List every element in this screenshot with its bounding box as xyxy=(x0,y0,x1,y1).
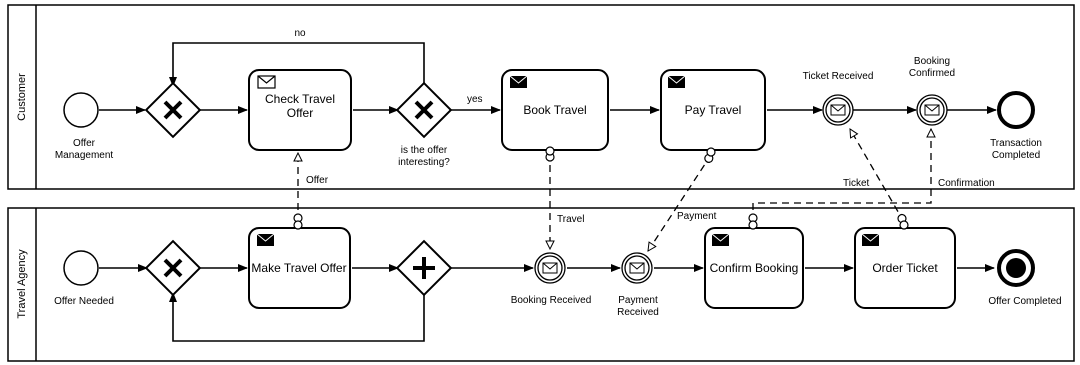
message-label-offer: Offer xyxy=(306,175,329,186)
envelope-filled-icon xyxy=(256,233,275,246)
task-order-ticket[interactable]: Order Ticket xyxy=(854,227,956,309)
start-event-offer-needed-label: Offer Needed xyxy=(54,296,114,307)
task-make-travel-offer[interactable]: Make Travel Offer xyxy=(248,227,351,309)
parallel-gateway[interactable] xyxy=(395,239,453,297)
end-event-transaction-completed[interactable] xyxy=(997,91,1035,129)
message-flow-travel: Travel xyxy=(550,153,584,249)
start-event-offer-needed[interactable] xyxy=(63,250,99,286)
message-flow-payment: Payment xyxy=(648,155,717,251)
exclusive-gateway-merge[interactable] xyxy=(144,81,202,139)
task-confirm-booking[interactable]: Confirm Booking xyxy=(704,227,804,309)
task-make-travel-offer-label: Make Travel Offer xyxy=(251,261,346,275)
message-flow-offer: Offer xyxy=(298,153,329,222)
event-ticket-received[interactable] xyxy=(822,94,854,126)
task-confirm-booking-label: Confirm Booking xyxy=(710,261,799,275)
pool-travel-agency-label: Travel Agency xyxy=(16,249,28,319)
end-event-offer-completed-label: Offer Completed xyxy=(988,296,1061,307)
task-book-travel[interactable]: Book Travel xyxy=(501,69,609,151)
pool-customer-label: Customer xyxy=(16,73,28,121)
event-payment-received[interactable] xyxy=(621,252,653,284)
message-label-travel: Travel xyxy=(557,214,584,225)
task-pay-travel[interactable]: Pay Travel xyxy=(660,69,766,151)
envelope-filled-icon xyxy=(711,233,730,246)
event-booking-received-label: Booking Received xyxy=(511,295,592,306)
exclusive-gateway-agency[interactable] xyxy=(144,239,202,297)
task-order-ticket-label: Order Ticket xyxy=(872,261,938,275)
task-book-travel-label: Book Travel xyxy=(523,103,586,117)
flow-label-yes: yes xyxy=(467,94,483,105)
envelope-icon xyxy=(629,262,645,274)
flow-label-no: no xyxy=(294,28,306,39)
event-booking-received[interactable] xyxy=(534,252,566,284)
message-label-confirmation: Confirmation xyxy=(938,178,995,189)
envelope-icon xyxy=(257,75,276,89)
start-event-offer-management[interactable] xyxy=(63,92,99,128)
envelope-icon xyxy=(830,104,846,116)
message-flow-confirmation: Confirmation xyxy=(753,129,995,222)
end-event-offer-completed[interactable] xyxy=(997,249,1035,287)
envelope-icon xyxy=(542,262,558,274)
event-ticket-received-label: Ticket Received xyxy=(803,71,874,82)
message-label-ticket: Ticket xyxy=(843,178,870,189)
envelope-filled-icon xyxy=(667,75,686,88)
envelope-filled-icon xyxy=(509,75,528,88)
message-label-payment: Payment xyxy=(677,211,717,222)
exclusive-gateway-decision[interactable] xyxy=(395,81,453,139)
envelope-icon xyxy=(924,104,940,116)
event-booking-confirmed[interactable] xyxy=(916,94,948,126)
task-pay-travel-label: Pay Travel xyxy=(685,103,742,117)
envelope-filled-icon xyxy=(861,233,880,246)
